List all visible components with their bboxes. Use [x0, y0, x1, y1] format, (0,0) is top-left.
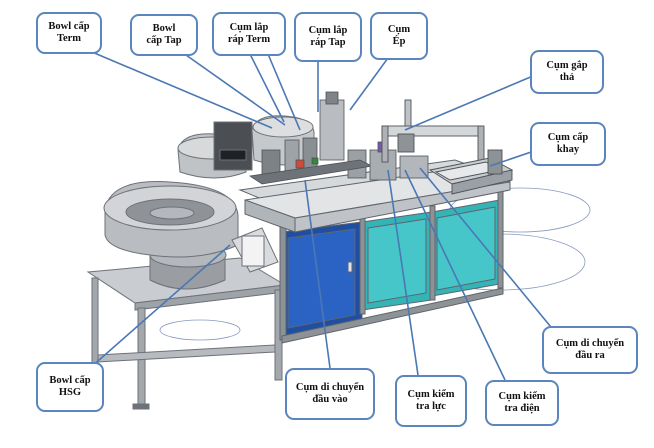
callout-cum-ep: Cụm Ép [370, 12, 428, 60]
callout-cum-di-chuyen-dau-ra: Cụm di chuyển đầu ra [542, 326, 638, 374]
hsg-chute [231, 227, 279, 273]
callout-cum-di-chuyen-dau-vao: Cụm di chuyển đầu vào [285, 368, 375, 420]
main-frame [238, 159, 512, 344]
hsg-bowl [103, 181, 239, 290]
callout-bowl-tap: Bowl cấp Tap [130, 14, 198, 56]
callout-cum-gap-tha: Cụm gắp thả [530, 50, 604, 94]
callout-cum-kiem-tra-luc: Cụm kiểm tra lực [395, 375, 467, 427]
callout-bowl-term: Bowl cấp Term [36, 12, 102, 54]
callout-cum-cap-khay: Cụm cấp khay [530, 122, 606, 166]
callout-cum-kiem-tra-dien: Cụm kiểm tra điện [485, 380, 559, 426]
tray-feeder [428, 149, 514, 195]
callout-bowl-hsg: Bowl cấp HSG [36, 362, 104, 412]
callout-cum-lap-rap-tap: Cụm lắp ráp Tap [294, 12, 362, 62]
gantry [381, 99, 485, 163]
leader-lines [89, 51, 561, 381]
callout-cum-lap-rap-term: Cụm lắp ráp Term [212, 12, 286, 56]
